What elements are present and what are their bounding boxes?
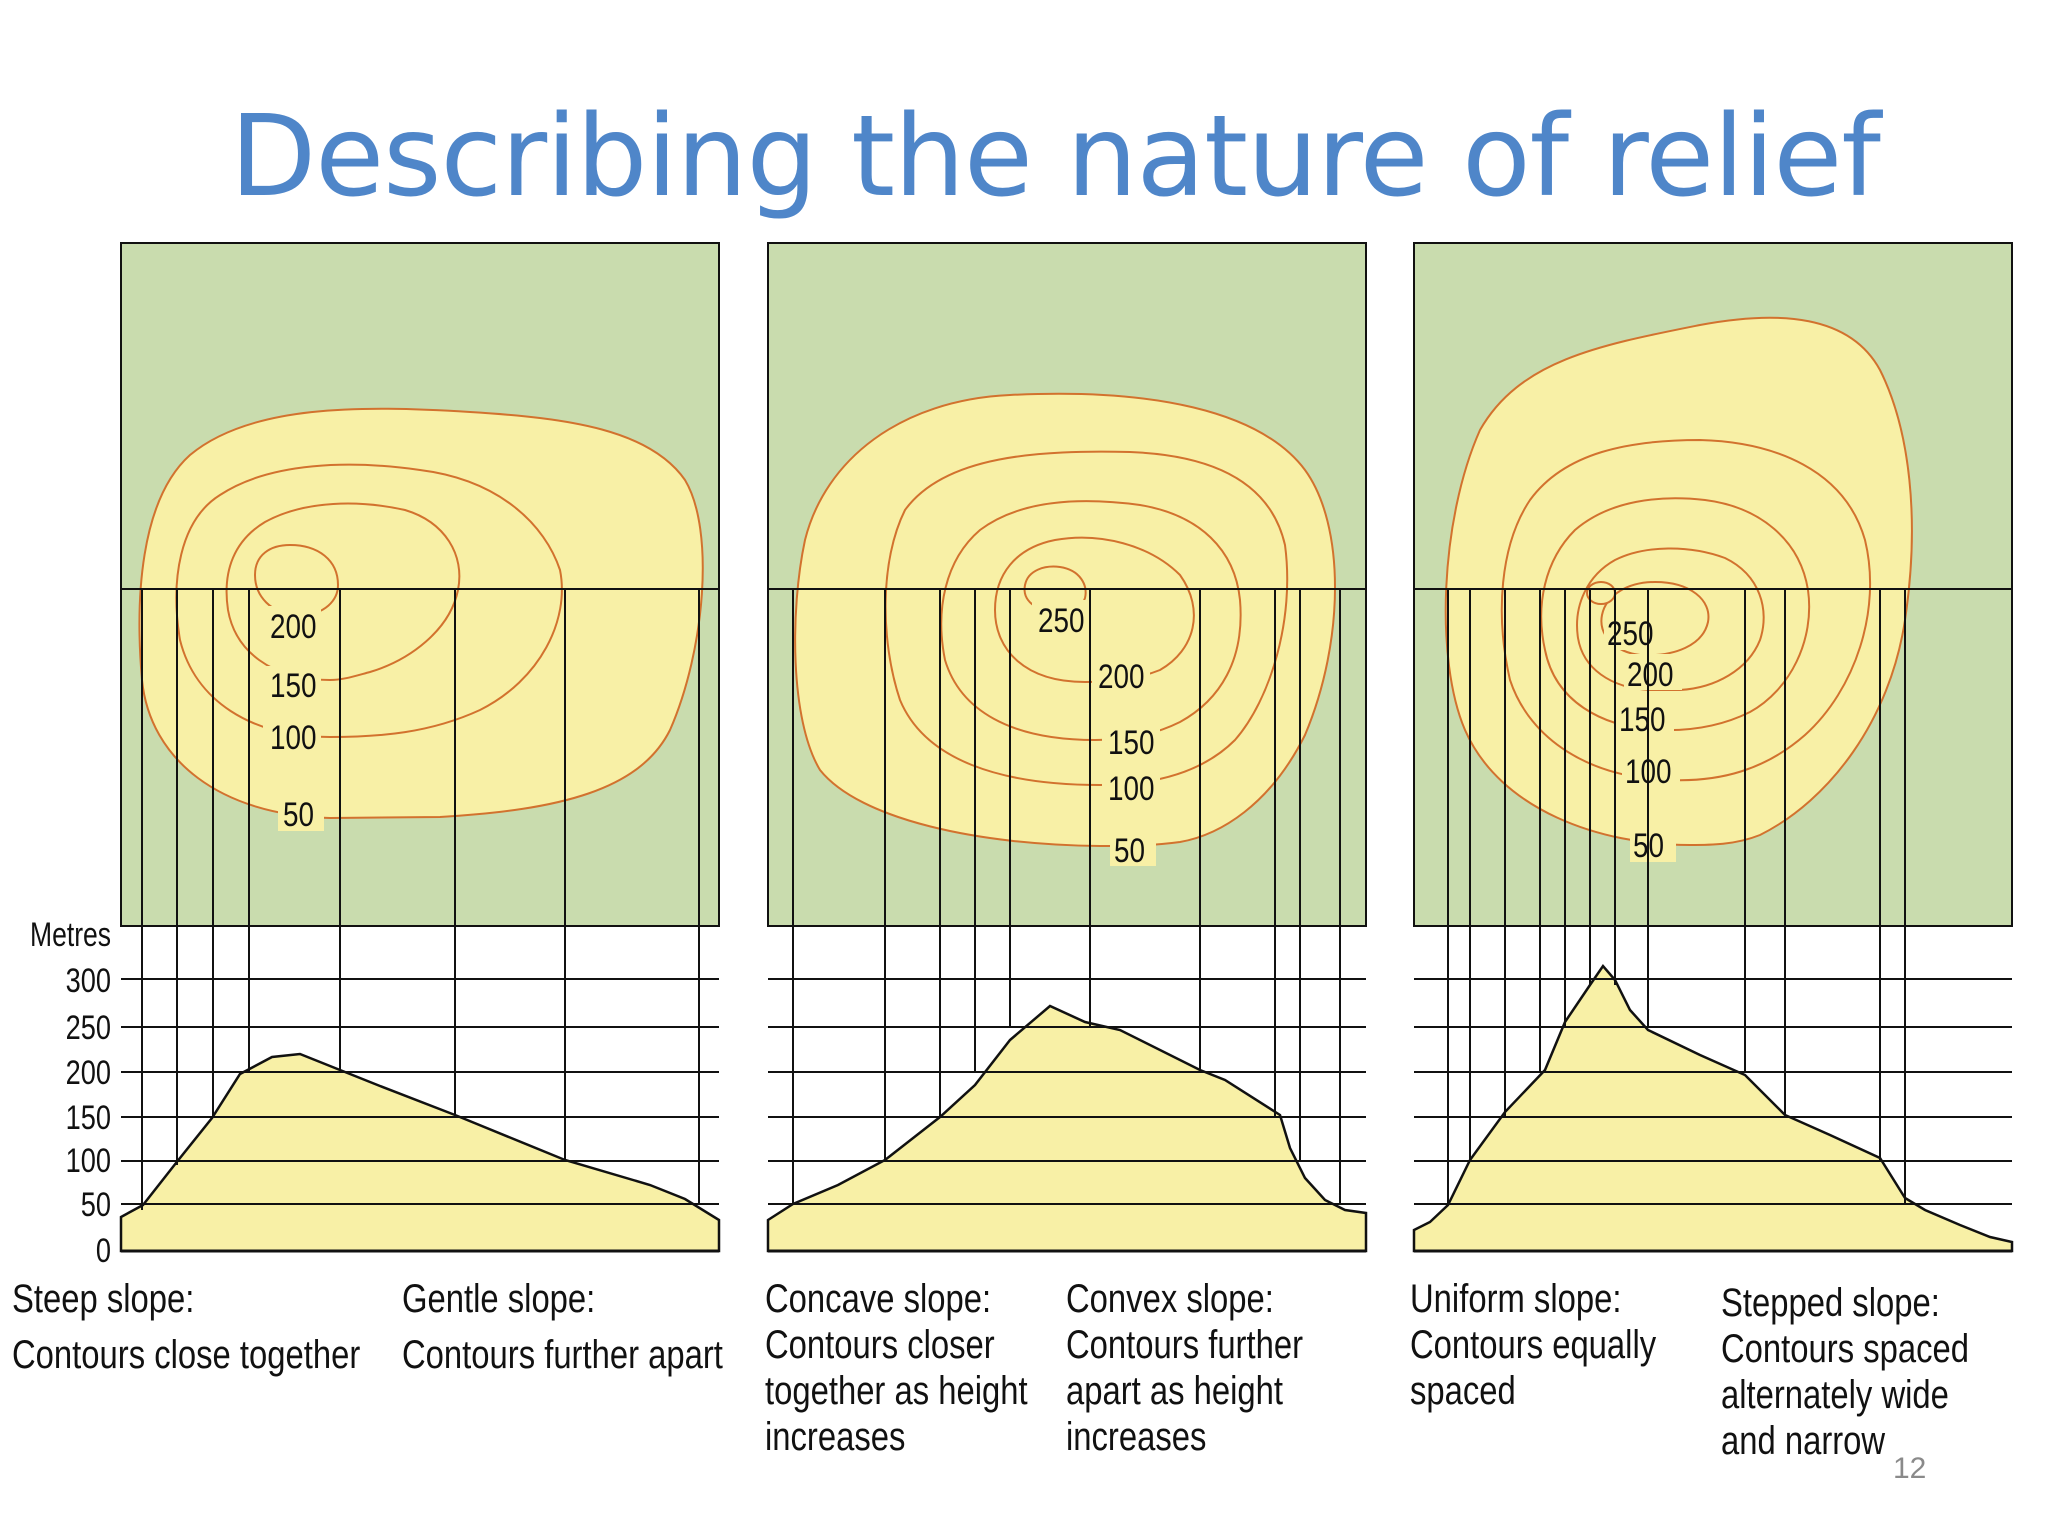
contour-label: 150	[1619, 700, 1666, 738]
page-number: 12	[1893, 1452, 1927, 1485]
axis-tick-label: 150	[66, 1098, 111, 1137]
contour-150	[940, 500, 1242, 742]
projection-lines	[1414, 588, 2012, 1204]
caption-concave-slope: Concave slope: Contours closer together …	[765, 1276, 1028, 1460]
axis-unit-label: Metres	[30, 916, 111, 954]
projection-lines	[768, 588, 1366, 1204]
profile-fill	[119, 1052, 721, 1253]
axis-tick-label: 100	[66, 1141, 111, 1180]
caption-line: Contours close together	[12, 1333, 361, 1377]
axis-tick-label: 0	[96, 1231, 111, 1270]
contour-100	[884, 450, 1289, 787]
caption-line: alternately wide	[1721, 1373, 1949, 1417]
caption-convex-slope: Convex slope: Contours further apart as …	[1066, 1276, 1303, 1460]
caption-line: spaced	[1410, 1369, 1516, 1413]
profile-chart	[119, 978, 721, 1253]
contour-200	[993, 536, 1195, 684]
contour-150	[1540, 497, 1811, 732]
caption-steep-slope: Steep slope: Contours close together	[12, 1276, 360, 1378]
caption-line: together as height	[765, 1369, 1028, 1413]
contour-label: 150	[1108, 723, 1155, 761]
contour-250	[1600, 580, 1710, 657]
contour-label: 200	[1098, 657, 1145, 695]
contour-labels: 250 200 150 100 50	[1032, 600, 1160, 870]
contour-100	[1500, 438, 1872, 782]
contour-label: 50	[1114, 831, 1145, 869]
contour-label: 200	[270, 607, 317, 645]
caption-line: Contours spaced	[1721, 1327, 1969, 1371]
caption-heading: Concave slope:	[765, 1277, 992, 1321]
contour-label: 250	[1607, 614, 1654, 652]
contour-label: 50	[283, 795, 314, 833]
axis-tick-label: 300	[66, 961, 111, 1000]
caption-line: Contours equally	[1410, 1323, 1657, 1367]
panel-uniform-stepped: 250 200 150 100 50	[1412, 242, 2014, 1253]
profile-grid	[768, 978, 1366, 1253]
contour-label: 100	[270, 718, 317, 756]
contour-map	[138, 407, 704, 820]
caption-heading: Stepped slope:	[1721, 1281, 1940, 1325]
profile-chart	[1412, 963, 2014, 1253]
profile-chart	[766, 978, 1368, 1253]
caption-line: increases	[765, 1415, 906, 1459]
profile-fill	[766, 1004, 1368, 1253]
caption-uniform-slope: Uniform slope: Contours equally spaced	[1410, 1276, 1656, 1414]
caption-heading: Uniform slope:	[1410, 1277, 1622, 1321]
axis-tick-label: 200	[66, 1053, 111, 1092]
caption-heading: Convex slope:	[1066, 1277, 1274, 1321]
contour-50	[1444, 316, 1913, 847]
panel-concave-convex: 250 200 150 100 50	[766, 242, 1368, 1253]
axis-tick-label: 250	[66, 1008, 111, 1047]
caption-line: Contours further apart	[402, 1333, 723, 1377]
contour-200	[1576, 547, 1765, 691]
contour-200	[253, 543, 340, 617]
caption-line: increases	[1066, 1415, 1207, 1459]
slide-title: Describing the nature of relief	[230, 92, 1881, 222]
contour-label: 200	[1627, 655, 1674, 693]
caption-line: Contours closer	[765, 1323, 995, 1367]
profile-grid	[1414, 978, 2012, 1253]
contour-map	[1444, 316, 1913, 847]
contour-label: 100	[1108, 769, 1155, 807]
caption-gentle-slope: Gentle slope: Contours further apart	[402, 1276, 723, 1378]
contour-label: 150	[270, 666, 317, 704]
panel-steep-gentle: 200 150 100 50	[30, 242, 721, 1270]
caption-line: apart as height	[1066, 1369, 1284, 1413]
contour-100	[175, 463, 563, 739]
axis-tick-label: 50	[81, 1185, 111, 1224]
caption-stepped-slope: Stepped slope: Contours spaced alternate…	[1721, 1280, 1969, 1464]
caption-heading: Gentle slope:	[402, 1277, 596, 1321]
profile-grid	[121, 978, 719, 1253]
projection-lines	[121, 588, 719, 1210]
caption-heading: Steep slope:	[12, 1277, 195, 1321]
summit-ring	[1586, 581, 1616, 605]
contour-label: 250	[1038, 601, 1085, 639]
contour-150	[225, 502, 461, 682]
contour-labels: 200 150 100 50	[263, 606, 324, 834]
caption-line: Contours further	[1066, 1323, 1304, 1367]
profile-axis: Metres 300 250 200 150 100 50 0	[30, 916, 111, 1270]
caption-line: and narrow	[1721, 1419, 1886, 1463]
